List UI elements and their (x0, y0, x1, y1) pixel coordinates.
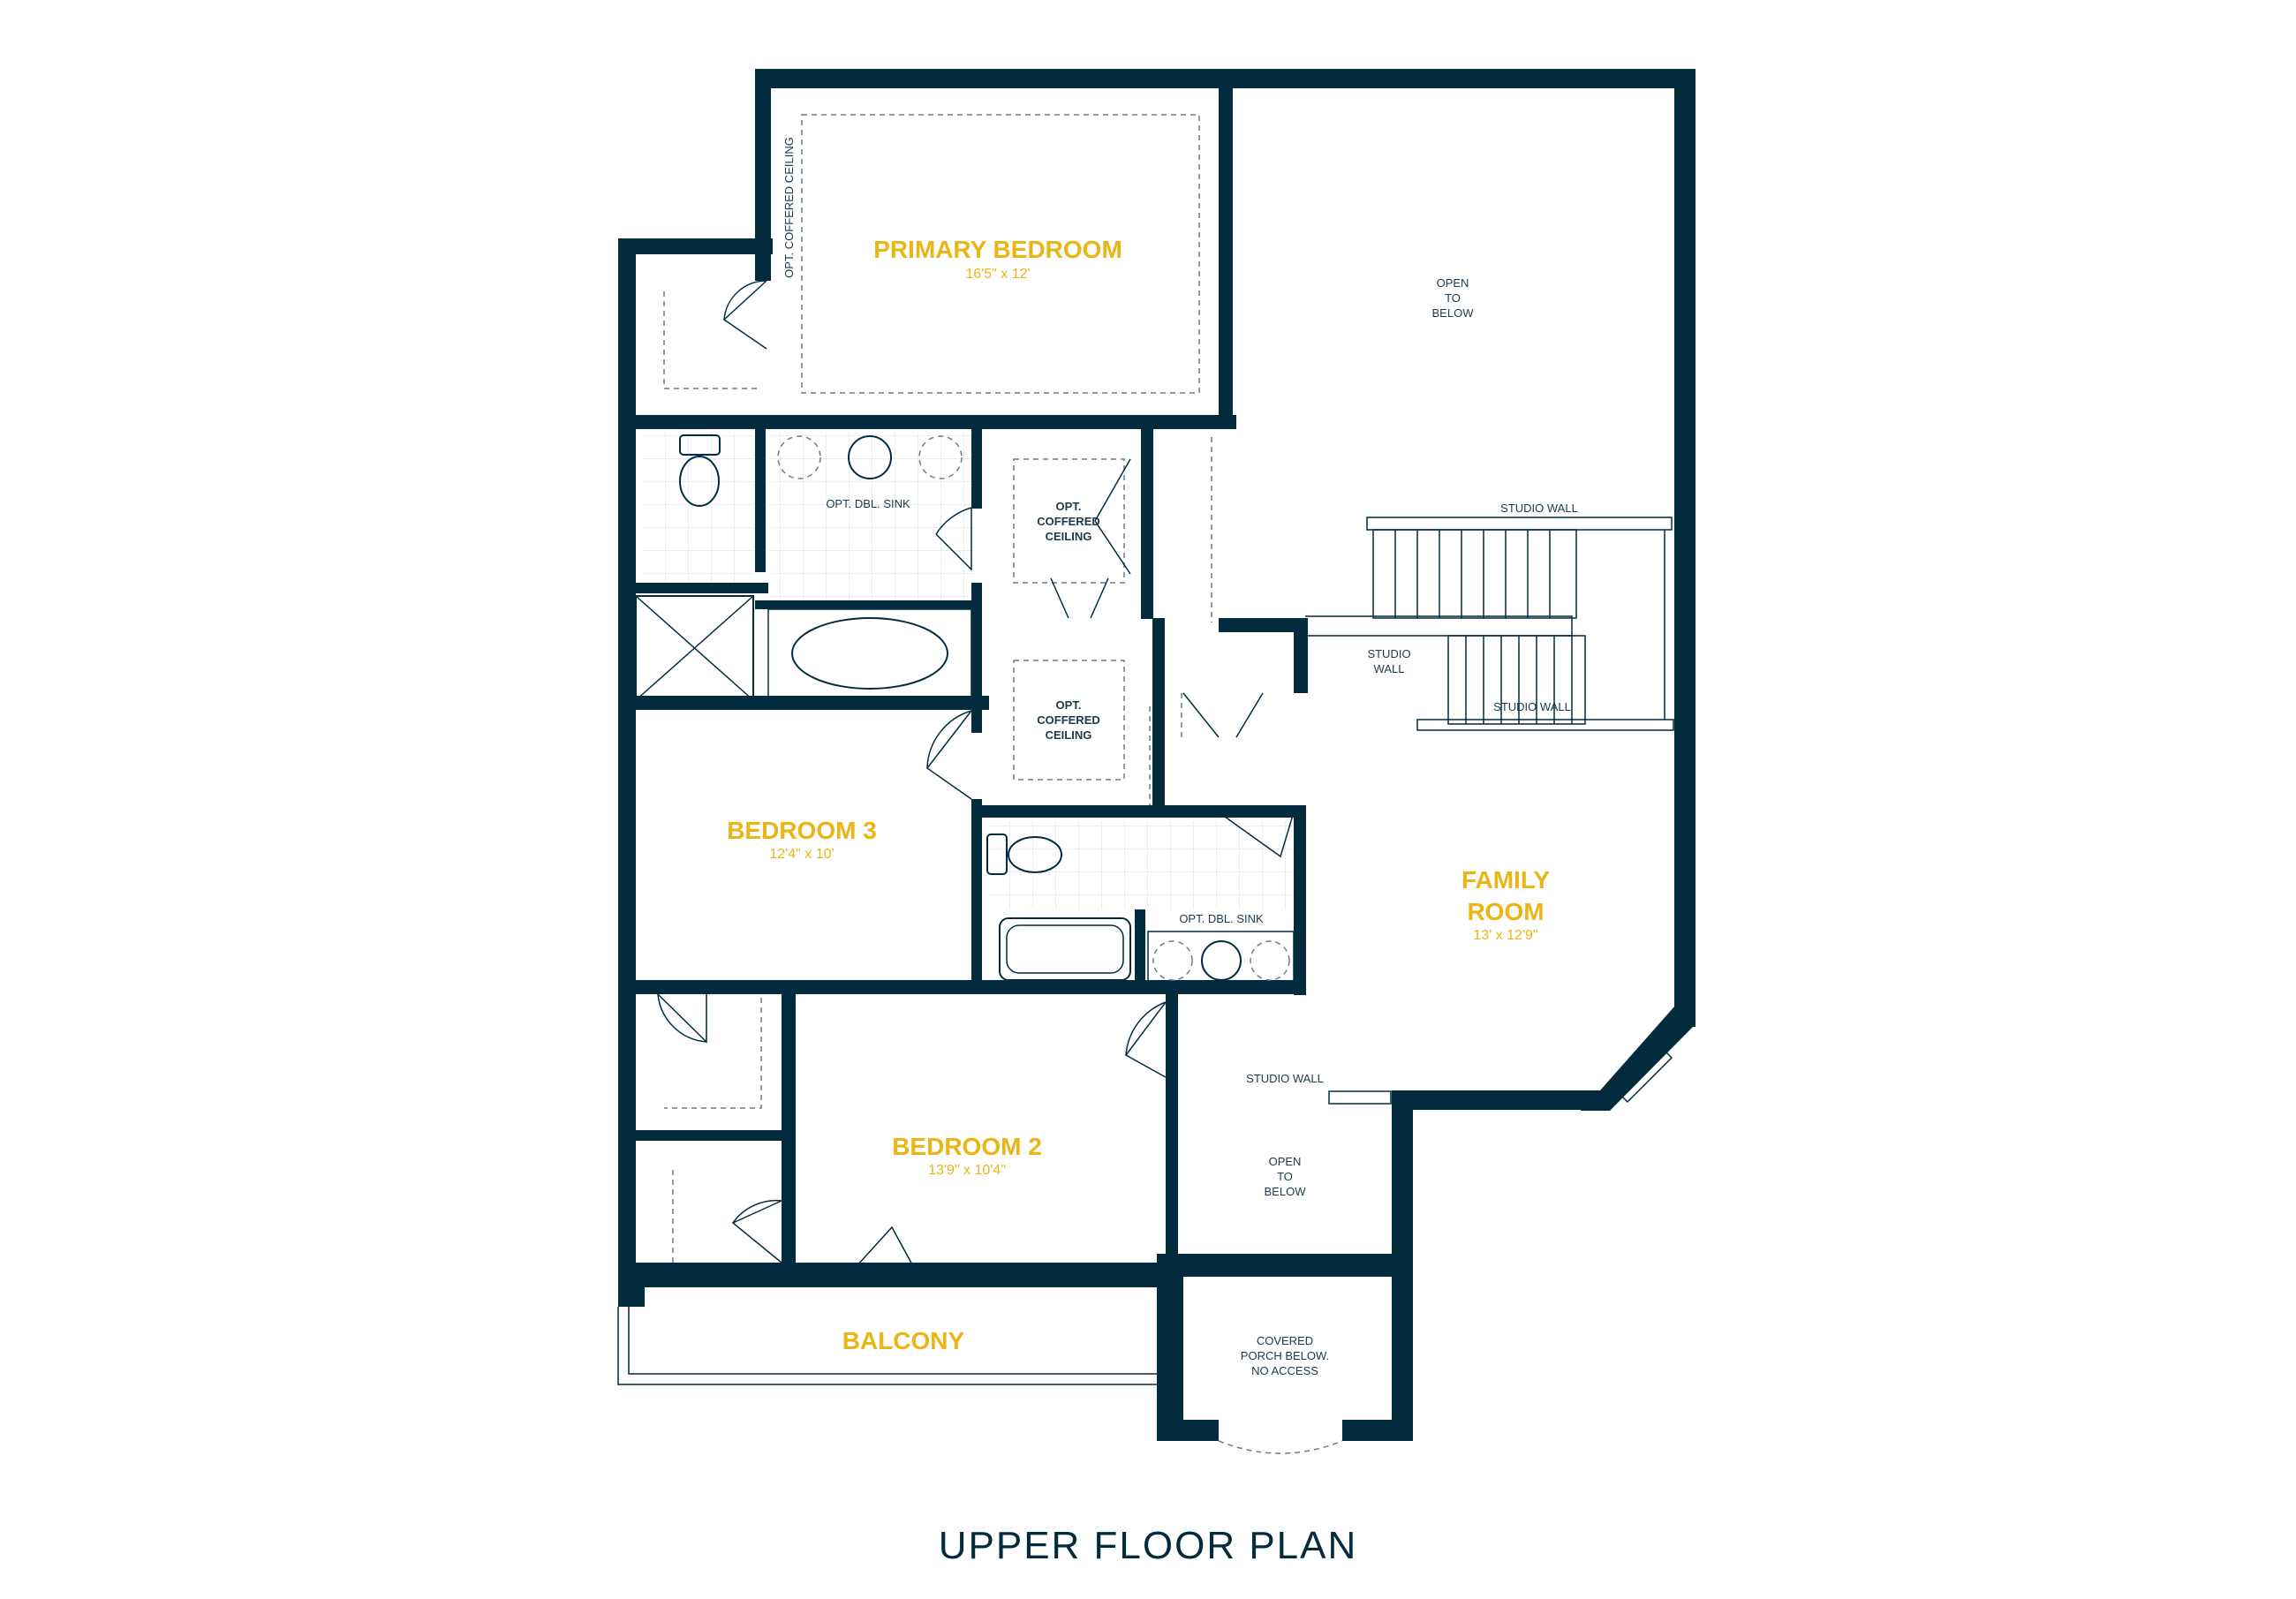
balcony-rail (617, 1307, 1157, 1385)
svg-text:PORCH BELOW.: PORCH BELOW. (1241, 1349, 1329, 1362)
svg-text:BELOW: BELOW (1265, 1185, 1307, 1198)
bedroom-2-label: BEDROOM 2 (892, 1133, 1042, 1160)
primary-bedroom-dims: 16'5" x 12' (965, 267, 1030, 282)
bath-fixtures (635, 434, 1295, 985)
svg-text:CEILING: CEILING (1046, 728, 1092, 742)
svg-text:NO ACCESS: NO ACCESS (1251, 1364, 1318, 1377)
covered-porch-note: COVERED PORCH BELOW. NO ACCESS (1241, 1334, 1329, 1377)
coffered-ceiling-note-1: OPT. COFFERED CEILING (1037, 500, 1100, 543)
opt-dbl-sink-main-bath-note: OPT. DBL. SINK (1179, 912, 1264, 925)
studio-wall-left-note: STUDIO WALL (1367, 647, 1410, 675)
family-room-label-line2: ROOM (1467, 898, 1544, 925)
windows (619, 70, 1695, 1285)
family-room-dims: 13' x 12'9" (1473, 928, 1537, 943)
walls (618, 69, 1696, 1441)
svg-text:COFFERED: COFFERED (1037, 515, 1100, 528)
dashed-outlines (663, 114, 1212, 1277)
bedroom-3-label: BEDROOM 3 (727, 817, 877, 844)
svg-text:OPEN: OPEN (1269, 1155, 1302, 1168)
studio-wall-top-note: STUDIO WALL (1500, 502, 1578, 515)
svg-text:COVERED: COVERED (1257, 1334, 1313, 1347)
studio-wall-mid-note: STUDIO WALL (1493, 700, 1571, 713)
studio-wall-bottom-note: STUDIO WALL (1246, 1072, 1324, 1085)
svg-text:TO: TO (1277, 1170, 1293, 1183)
primary-bedroom-label: PRIMARY BEDROOM (873, 236, 1122, 263)
svg-text:TO: TO (1445, 291, 1461, 305)
open-to-below-note-2: OPEN TO BELOW (1265, 1155, 1307, 1198)
opt-dbl-sink-ensuite-note: OPT. DBL. SINK (826, 497, 910, 510)
svg-text:COFFERED: COFFERED (1037, 713, 1100, 727)
svg-text:OPEN: OPEN (1437, 276, 1469, 290)
bedroom-3-dims: 12'4" x 10' (769, 847, 834, 862)
svg-text:OPT.: OPT. (1056, 698, 1082, 712)
svg-text:BELOW: BELOW (1432, 306, 1475, 320)
svg-text:WALL: WALL (1374, 662, 1405, 675)
opt-coffered-ceiling-vertical-note: OPT. COFFERED CEILING (782, 137, 796, 278)
svg-text:CEILING: CEILING (1046, 530, 1092, 543)
svg-text:OPT.: OPT. (1056, 500, 1082, 513)
bathroom-tile-floors (643, 433, 1301, 909)
plan-caption: UPPER FLOOR PLAN (939, 1524, 1358, 1567)
svg-text:STUDIO: STUDIO (1367, 647, 1410, 660)
open-to-below-note-1: OPEN TO BELOW (1432, 276, 1475, 320)
staircase (1305, 517, 1674, 731)
porch-bay-arc (1218, 1440, 1343, 1454)
doors (657, 280, 1295, 1277)
balcony-label: BALCONY (842, 1327, 965, 1354)
family-room-label-line1: FAMILY (1461, 866, 1550, 894)
bedroom-2-dims: 13'9" x 10'4" (928, 1163, 1006, 1178)
coffered-ceiling-note-2: OPT. COFFERED CEILING (1037, 698, 1100, 742)
